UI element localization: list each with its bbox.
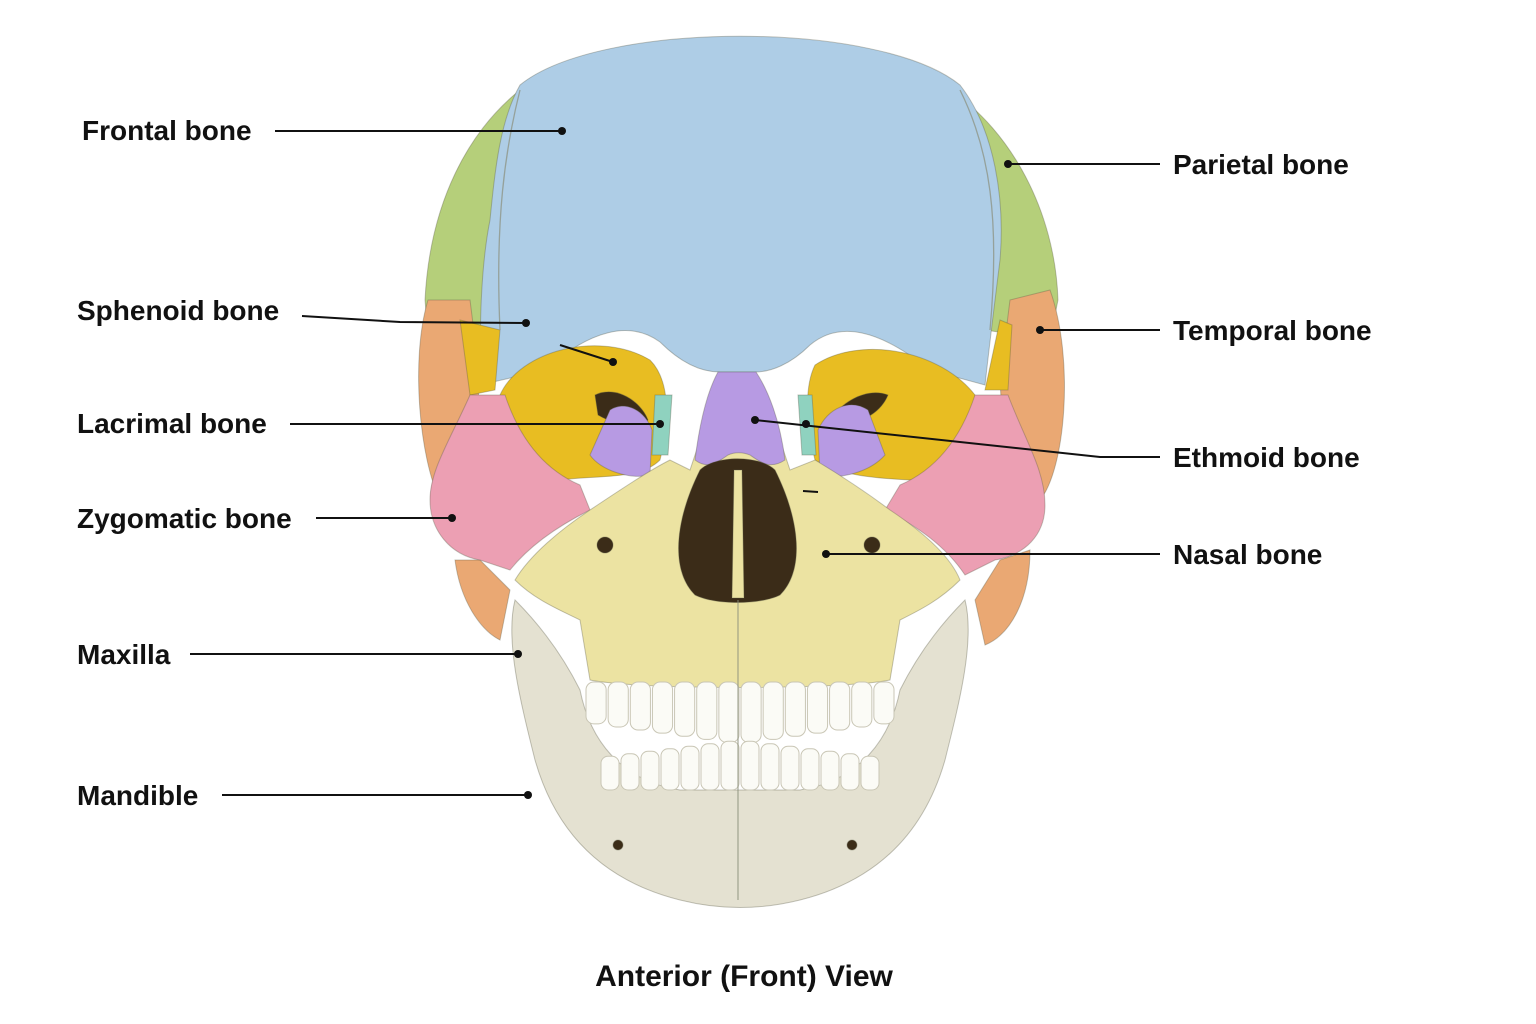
upper-tooth [652,682,672,733]
upper-tooth [719,682,739,742]
label-temporal-bone: Temporal bone [1173,315,1372,346]
upper-tooth [586,682,606,724]
lower-tooth [661,749,679,790]
lower-tooth [861,756,879,790]
lower-tooth [781,746,799,790]
mental-foramen-left [613,840,623,850]
label-lacrimal-bone: Lacrimal bone [77,408,267,439]
leader-dot-mandible [524,791,532,799]
label-parietal-bone: Parietal bone [1173,149,1349,180]
lower-tooth [701,744,719,790]
upper-tooth [807,682,827,733]
leader-dot-ethmoid-2 [802,420,810,428]
label-frontal-bone: Frontal bone [82,115,252,146]
nasal-bone-region [695,372,785,465]
leader-dot-sphenoid [522,319,530,327]
upper-tooth [785,682,805,736]
upper-tooth [741,682,761,742]
lower-tooth [741,741,759,790]
upper-tooth [675,682,695,736]
upper-tooth [852,682,872,727]
mental-foramen-right [847,840,857,850]
leader-dot-parietal [1004,160,1012,168]
skull-illustration [419,36,1065,907]
infraorbital-foramen-right [864,537,880,553]
label-zygomatic-bone: Zygomatic bone [77,503,292,534]
upper-teeth [586,682,894,742]
lower-tooth [801,749,819,790]
leader-dot-zygomatic [448,514,456,522]
label-ethmoid-bone: Ethmoid bone [1173,442,1360,473]
temporal-bone-lower-left [455,560,510,640]
leader-dot-nasal [822,550,830,558]
leader-dot-temporal [1036,326,1044,334]
leader-dot-sphenoid-inner [609,358,617,366]
lower-tooth [821,751,839,790]
frontal-bone-region [480,36,1001,385]
leader-dot-ethmoid [751,416,759,424]
lower-tooth [641,751,659,790]
upper-tooth [697,682,717,739]
leader-dot-lacrimal [656,420,664,428]
label-maxilla: Maxilla [77,639,171,670]
upper-tooth [874,682,894,724]
nasal-septum [732,470,744,598]
lower-tooth [681,746,699,790]
lower-tooth [721,741,739,790]
upper-tooth [830,682,850,730]
upper-tooth [763,682,783,739]
lower-teeth [601,741,879,790]
lower-tooth [761,744,779,790]
leader-dot-frontal [558,127,566,135]
lower-tooth [601,756,619,790]
diagram-caption: Anterior (Front) View [595,960,893,993]
label-nasal-bone: Nasal bone [1173,539,1322,570]
upper-tooth [630,682,650,730]
lower-tooth [621,754,639,790]
leader-nasal-tick [803,491,818,492]
upper-tooth [608,682,628,727]
lower-tooth [841,754,859,790]
infraorbital-foramen-left [597,537,613,553]
label-sphenoid-bone: Sphenoid bone [77,295,279,326]
label-mandible: Mandible [77,780,198,811]
leader-dot-maxilla [514,650,522,658]
